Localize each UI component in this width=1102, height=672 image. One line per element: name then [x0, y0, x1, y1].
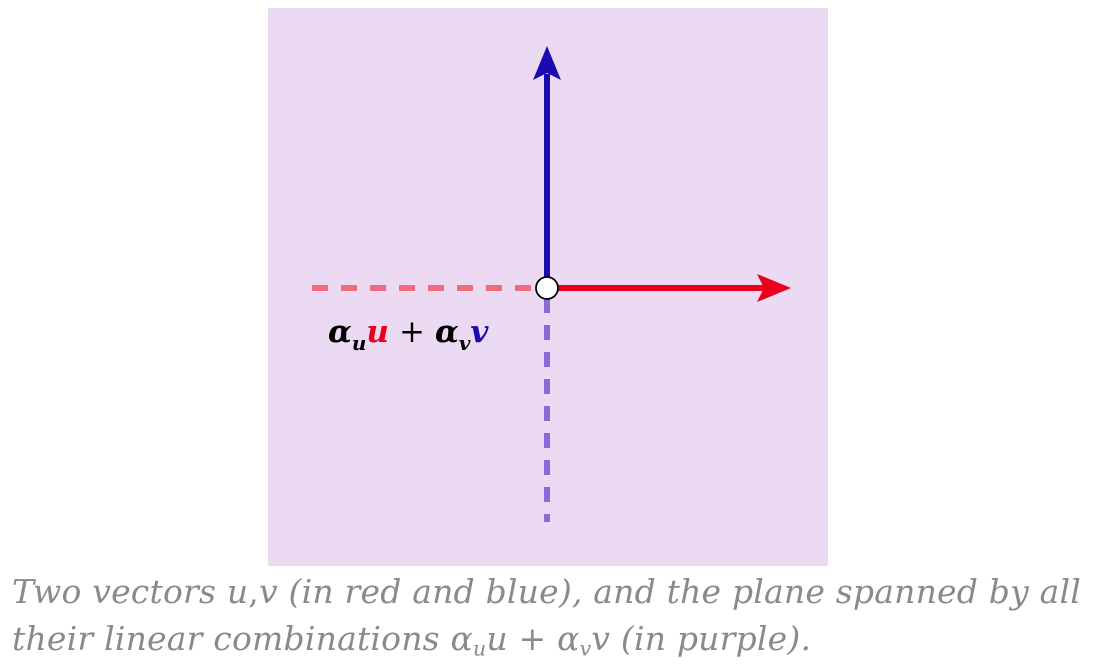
- caption-combo-v: v: [591, 619, 611, 658]
- caption-v-symbol: v: [259, 572, 278, 611]
- alpha-u-subscript: u: [352, 331, 367, 355]
- alpha-v-subscript: v: [459, 331, 471, 355]
- plus-sign: +: [399, 314, 425, 350]
- caption-combo-plus: +: [507, 619, 558, 658]
- vector-plane-diagram: αuu+αvv: [268, 8, 828, 566]
- alpha-u-coefficient: α: [328, 314, 352, 350]
- vector-u-arrow: [550, 274, 791, 302]
- caption-text-1: Two vectors: [12, 572, 227, 611]
- origin-point: [535, 276, 559, 300]
- caption-text-3: (in purple).: [610, 619, 812, 658]
- caption-comma: ,: [248, 572, 259, 611]
- vector-u-symbol: u: [366, 314, 389, 350]
- alpha-v-coefficient: α: [435, 314, 459, 350]
- linear-combination-label: αuu+αvv: [328, 314, 489, 355]
- caption-alpha-u: α: [450, 619, 474, 658]
- caption-combo-u: u: [486, 619, 508, 658]
- vector-v-symbol: v: [470, 314, 489, 350]
- figure-caption: Two vectors u,v (in red and blue), and t…: [12, 568, 1097, 662]
- vector-v-arrow: [533, 46, 561, 285]
- caption-combination: αuu + αvv: [450, 619, 611, 661]
- caption-text-2: (in red and blue), and the plane spanned…: [12, 572, 1082, 658]
- caption-alpha-v: α: [557, 619, 580, 658]
- caption-alpha-v-subscript: v: [579, 636, 592, 661]
- caption-u-symbol: u: [226, 572, 249, 611]
- caption-alpha-u-subscript: u: [473, 636, 487, 661]
